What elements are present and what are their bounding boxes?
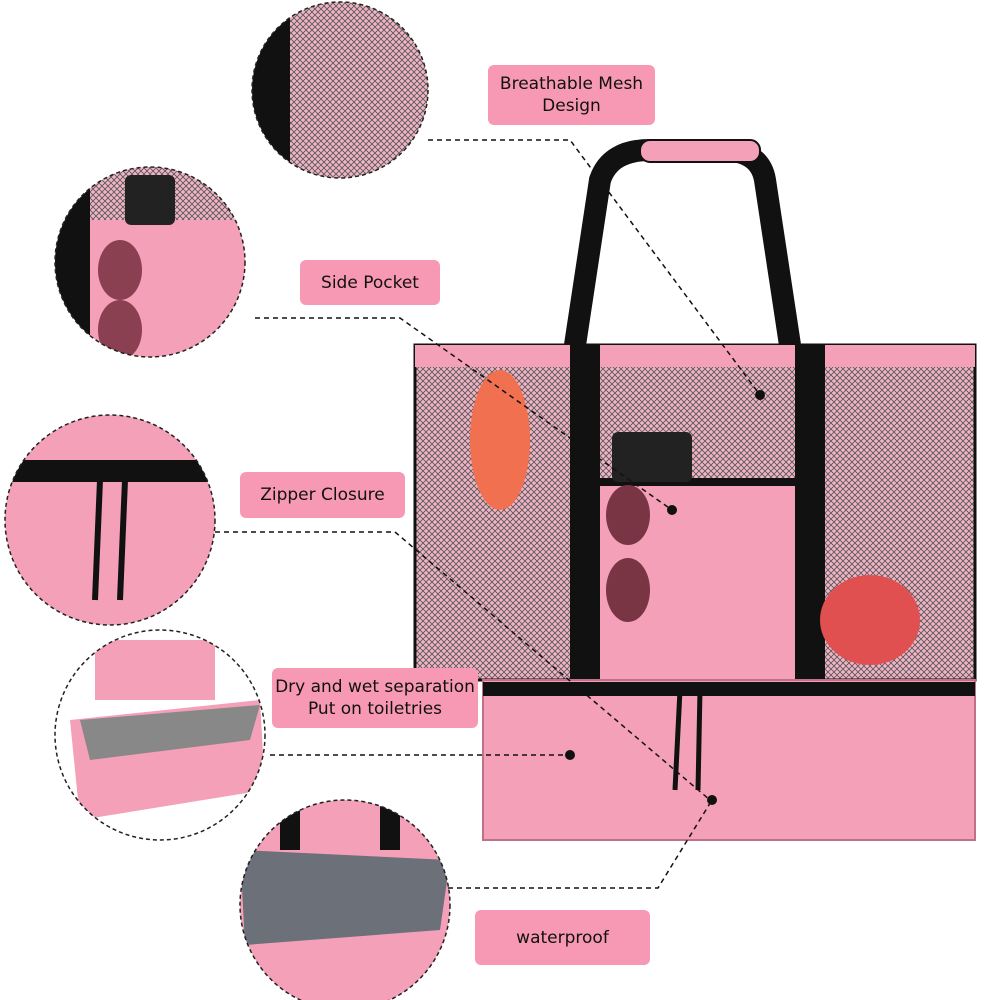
tote-bag bbox=[413, 139, 977, 841]
label-text: Breathable Mesh Design bbox=[499, 74, 644, 116]
mesh-detail-circle bbox=[252, 2, 428, 178]
side-pocket-detail-circle bbox=[55, 167, 245, 357]
label-text: Dry and wet separation bbox=[275, 677, 475, 697]
leader-lines bbox=[215, 139, 761, 889]
label-text: Put on toiletries bbox=[307, 699, 443, 719]
label-dry-wet-separation: Dry and wet separation Put on toiletries bbox=[272, 668, 478, 728]
label-breathable-mesh: Breathable Mesh Design bbox=[488, 65, 655, 125]
zipper-detail-circle bbox=[5, 415, 215, 625]
label-waterproof: waterproof bbox=[475, 910, 650, 965]
label-text: Side Pocket bbox=[321, 272, 419, 293]
label-text: Zipper Closure bbox=[260, 485, 385, 505]
compartment-detail-circle bbox=[55, 630, 265, 840]
label-text: waterproof bbox=[516, 927, 609, 948]
label-zipper-closure: Zipper Closure bbox=[240, 472, 405, 518]
label-side-pocket: Side Pocket bbox=[300, 260, 440, 305]
